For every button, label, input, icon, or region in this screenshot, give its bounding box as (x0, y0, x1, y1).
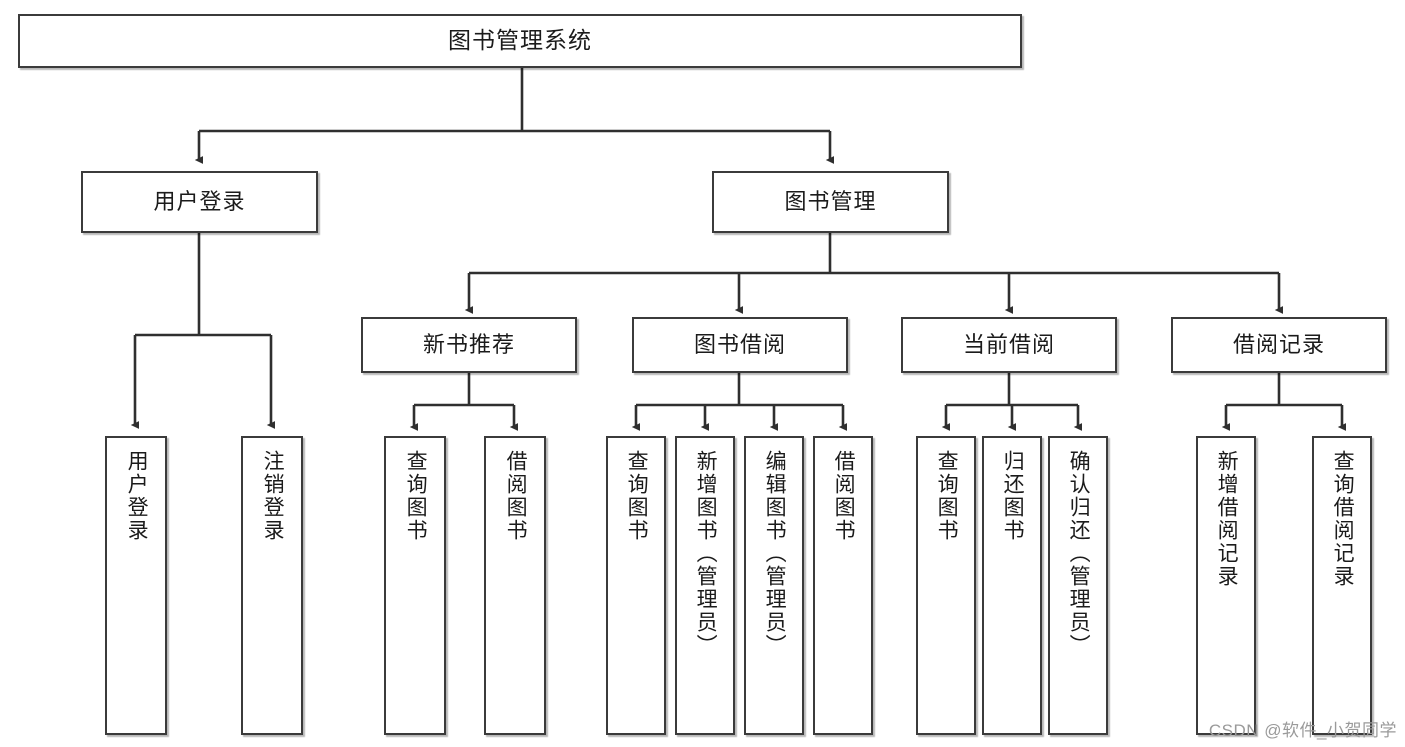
node-leaf-return-book[interactable]: 归还图书 (982, 436, 1042, 735)
node-leaf-edit-book-admin[interactable]: 编辑图书（管理员） (744, 436, 804, 735)
node-label: 新增图书（管理员） (694, 450, 718, 657)
node-label: 查询借阅记录 (1331, 450, 1355, 588)
node-label: 用户登录 (153, 188, 246, 214)
node-label: 查询图书 (404, 450, 428, 542)
node-new-book-recommendation[interactable]: 新书推荐 (361, 317, 577, 373)
node-leaf-query-book-borrow[interactable]: 查询图书 (606, 436, 666, 735)
node-leaf-borrow-book[interactable]: 借阅图书 (813, 436, 873, 735)
node-current-borrowing[interactable]: 当前借阅 (901, 317, 1117, 373)
node-leaf-logout[interactable]: 注销登录 (241, 436, 303, 735)
node-borrow-records[interactable]: 借阅记录 (1171, 317, 1387, 373)
node-label: 注销登录 (261, 450, 285, 542)
node-label: 借阅记录 (1232, 331, 1325, 357)
node-label: 查询图书 (625, 450, 649, 542)
node-label: 确认归还（管理员） (1067, 450, 1091, 657)
node-leaf-add-book-admin[interactable]: 新增图书（管理员） (675, 436, 735, 735)
node-user-login[interactable]: 用户登录 (81, 171, 318, 233)
node-label: 用户登录 (125, 450, 149, 542)
node-leaf-query-borrow-record[interactable]: 查询借阅记录 (1312, 436, 1372, 735)
node-label: 查询图书 (935, 450, 959, 542)
node-label: 归还图书 (1001, 450, 1025, 542)
node-label: 图书管理系统 (448, 27, 592, 54)
node-leaf-user-login[interactable]: 用户登录 (105, 436, 167, 735)
node-leaf-add-borrow-record[interactable]: 新增借阅记录 (1196, 436, 1256, 735)
node-label: 编辑图书（管理员） (763, 450, 787, 657)
node-label: 借阅图书 (504, 450, 528, 542)
node-leaf-confirm-return-admin[interactable]: 确认归还（管理员） (1048, 436, 1108, 735)
node-leaf-borrow-book-newbook[interactable]: 借阅图书 (484, 436, 546, 735)
watermark: CSDN @软件_小贺同学 (1208, 721, 1397, 740)
node-root-book-management-system[interactable]: 图书管理系统 (18, 14, 1022, 68)
node-leaf-query-book-newbook[interactable]: 查询图书 (384, 436, 446, 735)
node-label: 图书管理 (784, 188, 877, 214)
node-label: 新书推荐 (422, 331, 515, 357)
node-leaf-query-book-current[interactable]: 查询图书 (916, 436, 976, 735)
node-book-borrowing[interactable]: 图书借阅 (632, 317, 848, 373)
node-label: 图书借阅 (693, 331, 786, 357)
node-label: 新增借阅记录 (1215, 450, 1239, 588)
node-label: 借阅图书 (832, 450, 856, 542)
node-label: 当前借阅 (962, 331, 1055, 357)
node-book-management[interactable]: 图书管理 (712, 171, 949, 233)
